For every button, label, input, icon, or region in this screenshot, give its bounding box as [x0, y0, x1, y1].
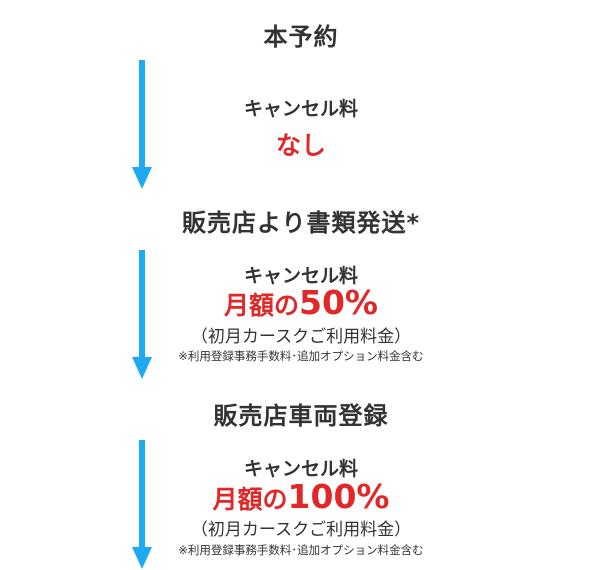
cancel-fee-label: キャンセル料 [243, 458, 358, 480]
fee-prefix: 月額の [212, 485, 288, 514]
arrow-down-icon [132, 250, 152, 380]
cancel-fee-label: キャンセル料 [243, 98, 358, 120]
fee-basis: （初月カースクご利用料金） [190, 520, 412, 540]
fee-percent: 50% [299, 283, 378, 322]
step-title-reservation: 本予約 [263, 23, 339, 51]
fee-prefix: 月額の [223, 291, 299, 320]
cancel-fee-label: キャンセル料 [243, 265, 358, 287]
step-title-documents: 販売店より書類発送* [181, 209, 421, 237]
fee-note: ※利用登録事務手数料･追加オプション料金含む [178, 349, 424, 363]
fee-percent: 100% [287, 477, 390, 516]
cancel-fee-value: なし [275, 131, 326, 160]
cancel-fee-value: 月額の50% [0, 283, 602, 322]
arrow-down-icon [132, 60, 152, 190]
cancel-fee-value: 月額の100% [0, 477, 602, 516]
fee-note: ※利用登録事務手数料･追加オプション料金含む [178, 543, 424, 557]
arrow-down-icon [132, 440, 152, 570]
fee-basis: （初月カースクご利用料金） [190, 327, 412, 347]
step-title-registration: 販売店車両登録 [213, 402, 389, 430]
